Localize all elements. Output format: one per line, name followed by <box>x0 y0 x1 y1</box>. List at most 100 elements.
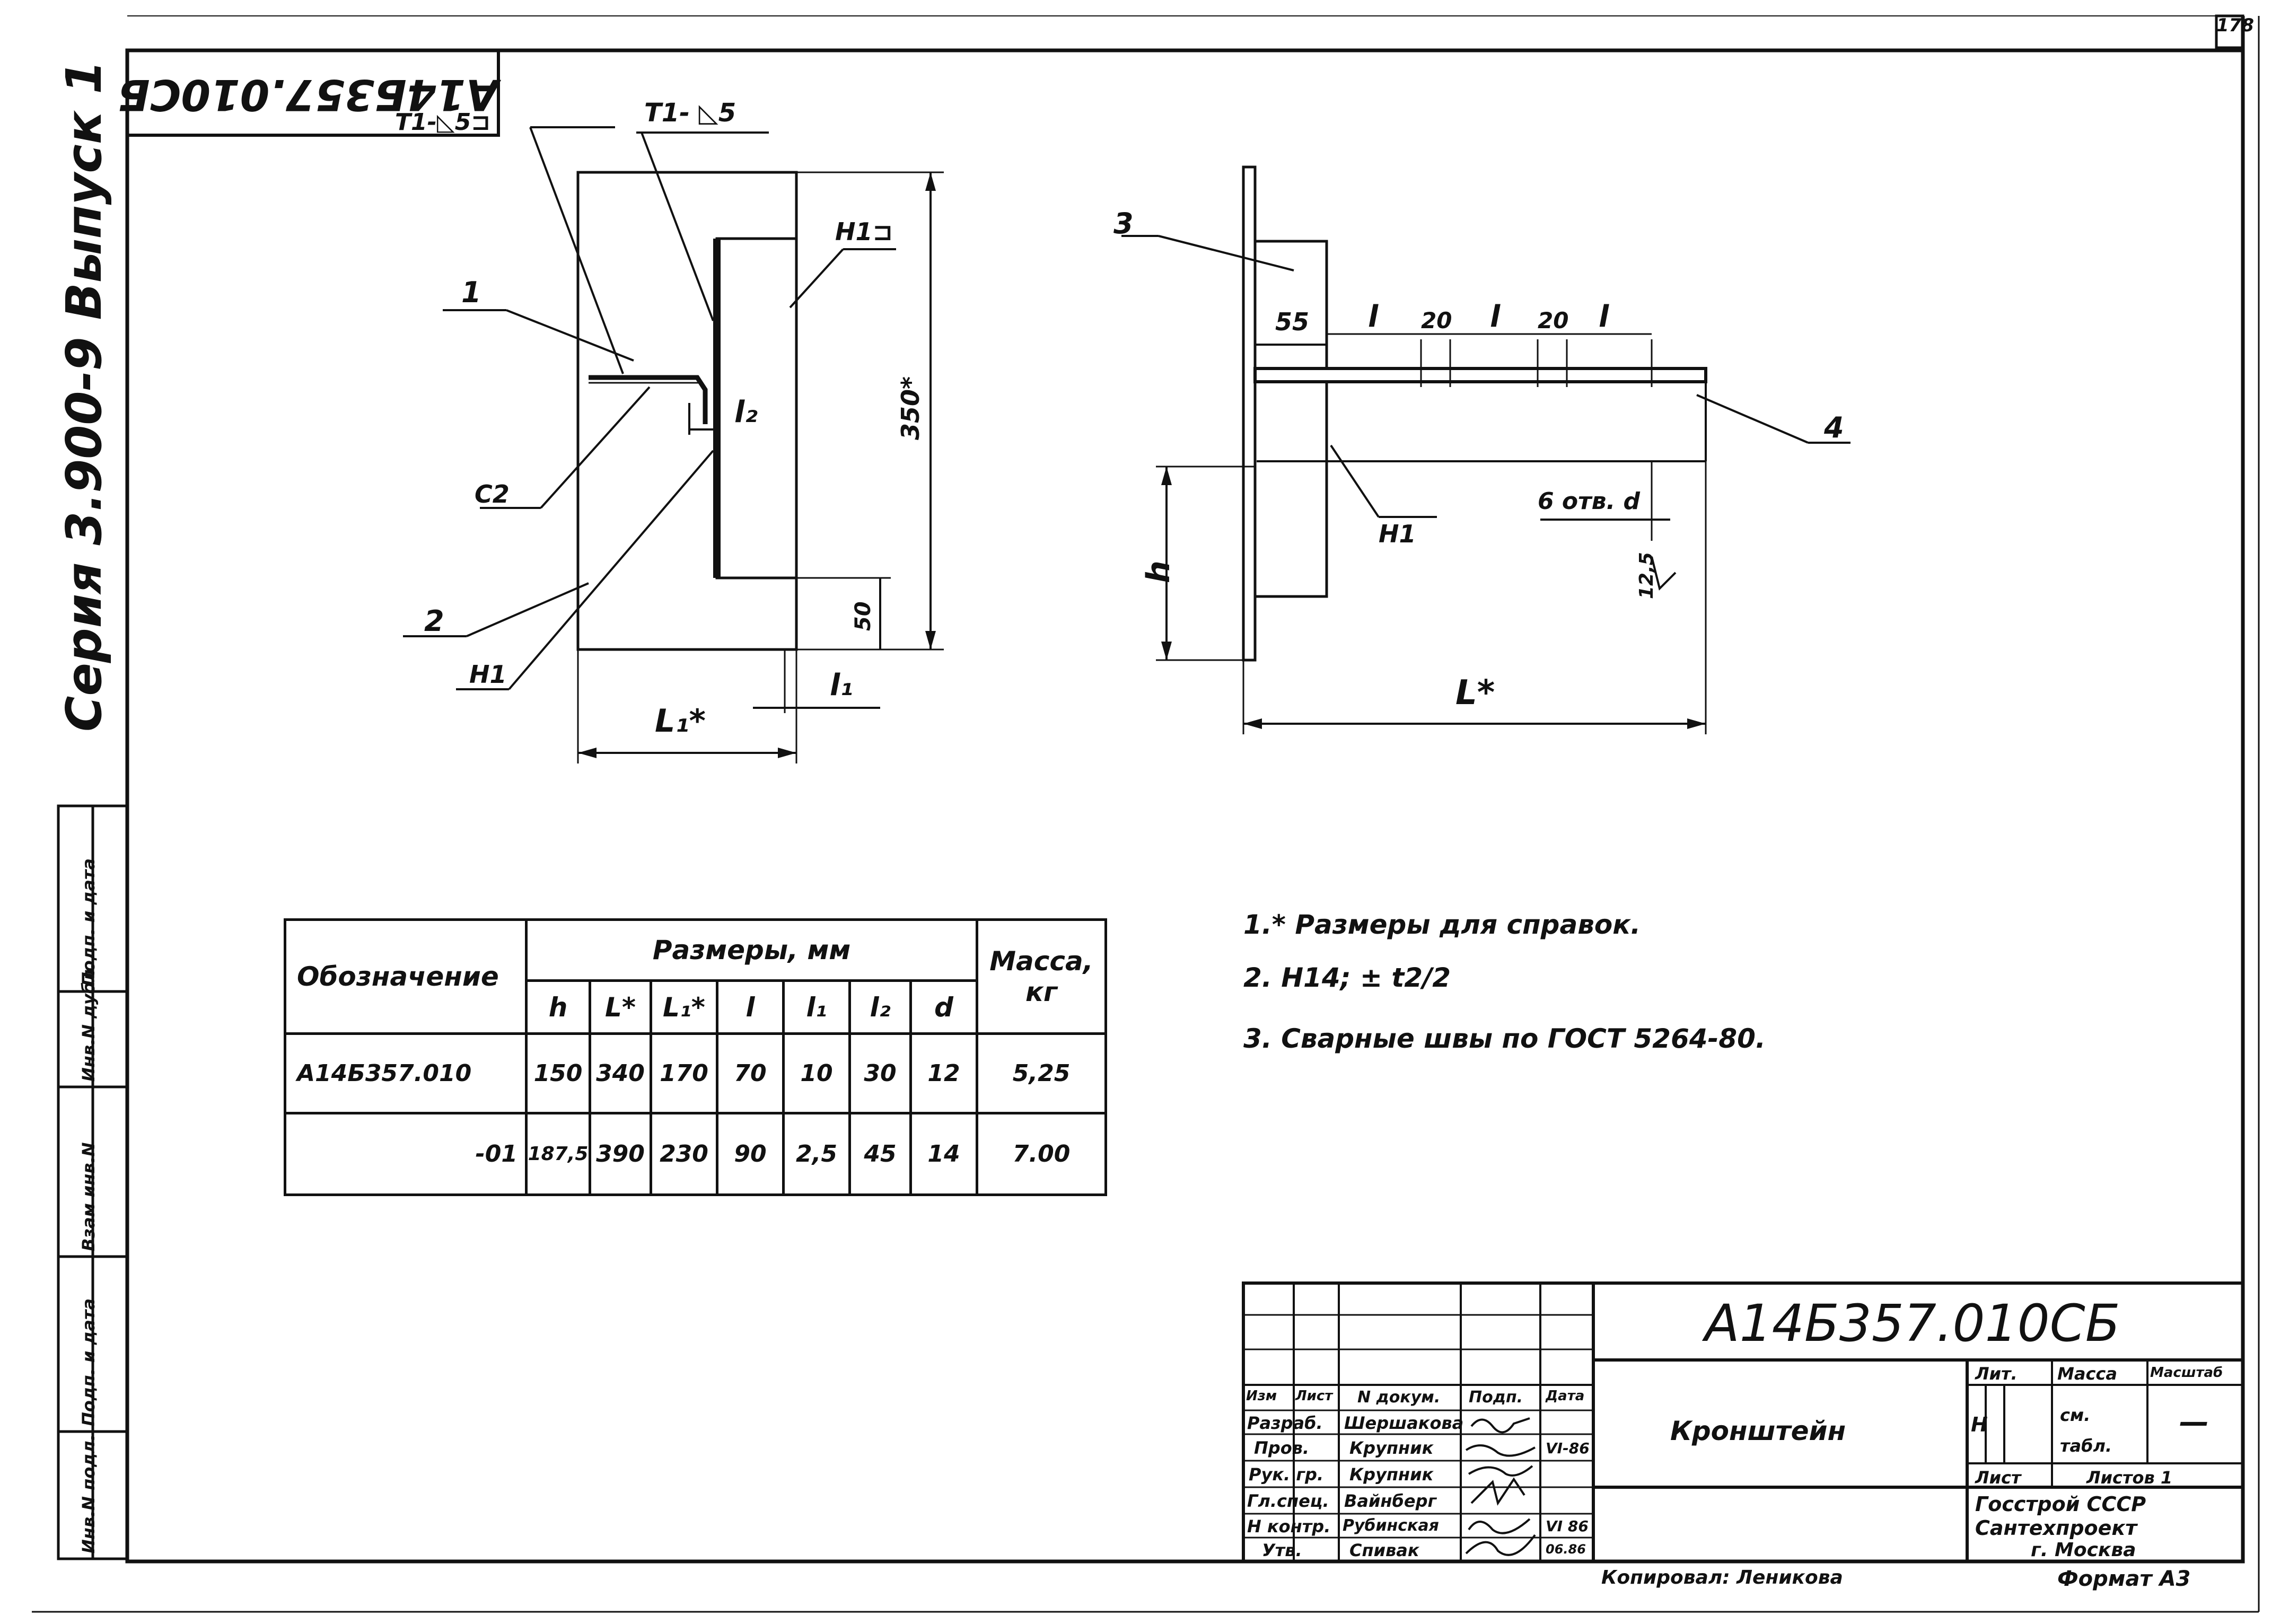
cell-l: 90 <box>716 1112 785 1196</box>
cell-d: 12 <box>909 1032 979 1114</box>
series-label: Серия 3.900-9 Выпуск 1 <box>56 60 112 732</box>
c2-label: С2 <box>475 480 510 508</box>
stamp-vzam-inv: Взам инв.N <box>78 1142 99 1251</box>
pos-1-label: 1 <box>461 276 481 309</box>
cell-d: 14 <box>909 1112 979 1196</box>
right-view <box>1121 165 1851 734</box>
stamp-podp-data-2: Подп. и дата <box>78 858 99 986</box>
col-d: d <box>909 979 979 1035</box>
pos-3-label: 3 <box>1113 207 1134 240</box>
head-mass: Масса, кг <box>976 918 1108 1035</box>
col-h: h <box>525 979 591 1035</box>
l2-label: l₂ <box>734 395 758 429</box>
name-n-kontr: Рубинская <box>1343 1516 1439 1535</box>
lit-head: Лит. <box>1975 1364 2018 1384</box>
name-razrab: Шершакова <box>1344 1413 1464 1433</box>
l1-label: l₁ <box>830 668 853 703</box>
dim-50-label: 50 <box>851 601 875 631</box>
sheets-label: Листов 1 <box>2086 1468 2173 1488</box>
stamp-inv-podl: Инв.N подл. <box>78 1434 99 1553</box>
col-L: L* <box>589 979 652 1035</box>
cell-h: 150 <box>525 1032 591 1114</box>
title-block-frame <box>1242 1281 2244 1563</box>
lit-value: Н <box>1971 1413 1988 1436</box>
tb-head-list: Лист <box>1295 1388 1333 1404</box>
dim-20a-label: 20 <box>1421 308 1452 333</box>
pos-4-label: 4 <box>1824 411 1844 444</box>
scale-value: — <box>2179 1405 2209 1439</box>
cell-l2: 30 <box>848 1032 912 1114</box>
h1-right-label: Н1 <box>1379 520 1416 548</box>
dim-l-a-label: l <box>1368 300 1379 334</box>
title-name: Кронштейн <box>1670 1416 1846 1446</box>
h-label: h <box>1140 560 1177 583</box>
stamp-podp-data-1: Подп. и дата <box>78 1298 99 1426</box>
left-view <box>403 126 944 763</box>
mirrored-code-box <box>126 49 500 137</box>
role-razrab: Разраб. <box>1247 1413 1323 1433</box>
cell-L: 340 <box>589 1032 652 1114</box>
signatures <box>1465 1417 1536 1556</box>
date-utv: 06.86 <box>1546 1542 1586 1557</box>
dim-l-b-label: l <box>1490 300 1501 334</box>
weld-h1-box-label: Н1⊐ <box>835 217 893 246</box>
cell-l: 70 <box>716 1032 785 1114</box>
copied-by: Копировал: Леникова <box>1601 1567 1843 1588</box>
L-label: L* <box>1455 673 1495 713</box>
cell-mass: 5,25 <box>976 1032 1108 1114</box>
scale-head: Масштаб <box>2150 1365 2223 1381</box>
col-l2: l₂ <box>848 979 912 1035</box>
role-prov: Пров. <box>1254 1438 1310 1458</box>
cell-L1: 170 <box>650 1032 718 1114</box>
org-1: Госстрой СССР <box>1975 1493 2146 1516</box>
holes-label: 6 отв. d <box>1538 488 1641 515</box>
name-ruk-gr: Крупник <box>1349 1464 1434 1485</box>
dim-350-label: 350* <box>896 376 925 440</box>
org-3: г. Москва <box>2031 1539 2136 1561</box>
cell-L1: 230 <box>650 1112 718 1196</box>
parts-table: Обозначение Размеры, мм Масса, кг h L* L… <box>284 918 1108 1196</box>
date-n-kontr: VI 86 <box>1546 1517 1589 1535</box>
tb-head-sign: Подп. <box>1469 1388 1523 1407</box>
pos-2-label: 2 <box>424 604 444 638</box>
col-l: l <box>716 979 785 1035</box>
dim-12-5-label: 12,5 <box>1636 552 1657 599</box>
cell-l1: 2,5 <box>782 1112 851 1196</box>
note-1: 1.* Размеры для справок. <box>1243 909 1641 940</box>
role-ruk-gr: Рук. гр. <box>1249 1464 1324 1485</box>
table-row: -01 187,5 390 230 90 2,5 45 14 7.00 <box>284 1112 1108 1196</box>
role-n-kontr: Н контр. <box>1247 1516 1331 1537</box>
title-code: А14Б357.010СБ <box>1705 1294 2120 1353</box>
dim-20b-label: 20 <box>1538 308 1569 333</box>
side-stamp-frame <box>57 804 129 1560</box>
org-2: Сантехпроект <box>1975 1516 2137 1540</box>
sheet-frame <box>32 14 2260 1613</box>
h1-left-label: Н1 <box>469 660 507 689</box>
format-label: Формат А3 <box>2057 1567 2191 1591</box>
name-utv: Спивак <box>1349 1540 1419 1560</box>
tb-head-date: Дата <box>1546 1388 1585 1404</box>
right-plate <box>1242 165 1257 662</box>
table-row: А14Б357.010 150 340 170 70 10 30 12 5,25 <box>284 1032 1108 1114</box>
weld-t1-label: Т1- ◺5 <box>644 98 736 128</box>
cell-l1: 10 <box>782 1032 851 1114</box>
tb-head-izm: Изм <box>1246 1388 1277 1404</box>
role-utv: Утв. <box>1262 1540 1302 1560</box>
col-l1: l₁ <box>782 979 851 1035</box>
cell-l2: 45 <box>848 1112 912 1196</box>
row-designation: -01 <box>284 1112 528 1196</box>
name-gl-spec: Вайнберг <box>1344 1491 1437 1511</box>
L1-label: L₁* <box>655 703 706 740</box>
head-designation: Обозначение <box>284 918 528 1035</box>
head-sizes: Размеры, мм <box>524 918 979 982</box>
mass-value: см. табл. <box>2060 1405 2112 1456</box>
tb-head-doc: N докум. <box>1357 1388 1441 1407</box>
dim-l-c-label: l <box>1599 300 1609 334</box>
dim-55-label: 55 <box>1275 308 1310 336</box>
cell-h: 187,5 <box>525 1112 591 1196</box>
page-number: 178 <box>2216 15 2254 36</box>
row-designation: А14Б357.010 <box>284 1032 528 1114</box>
date-prov: VI-86 <box>1546 1439 1590 1457</box>
note-2: 2. Н14; ± t2/2 <box>1243 962 1451 993</box>
weld-t1-box-label: Т1-◺5⊐ <box>395 109 491 136</box>
